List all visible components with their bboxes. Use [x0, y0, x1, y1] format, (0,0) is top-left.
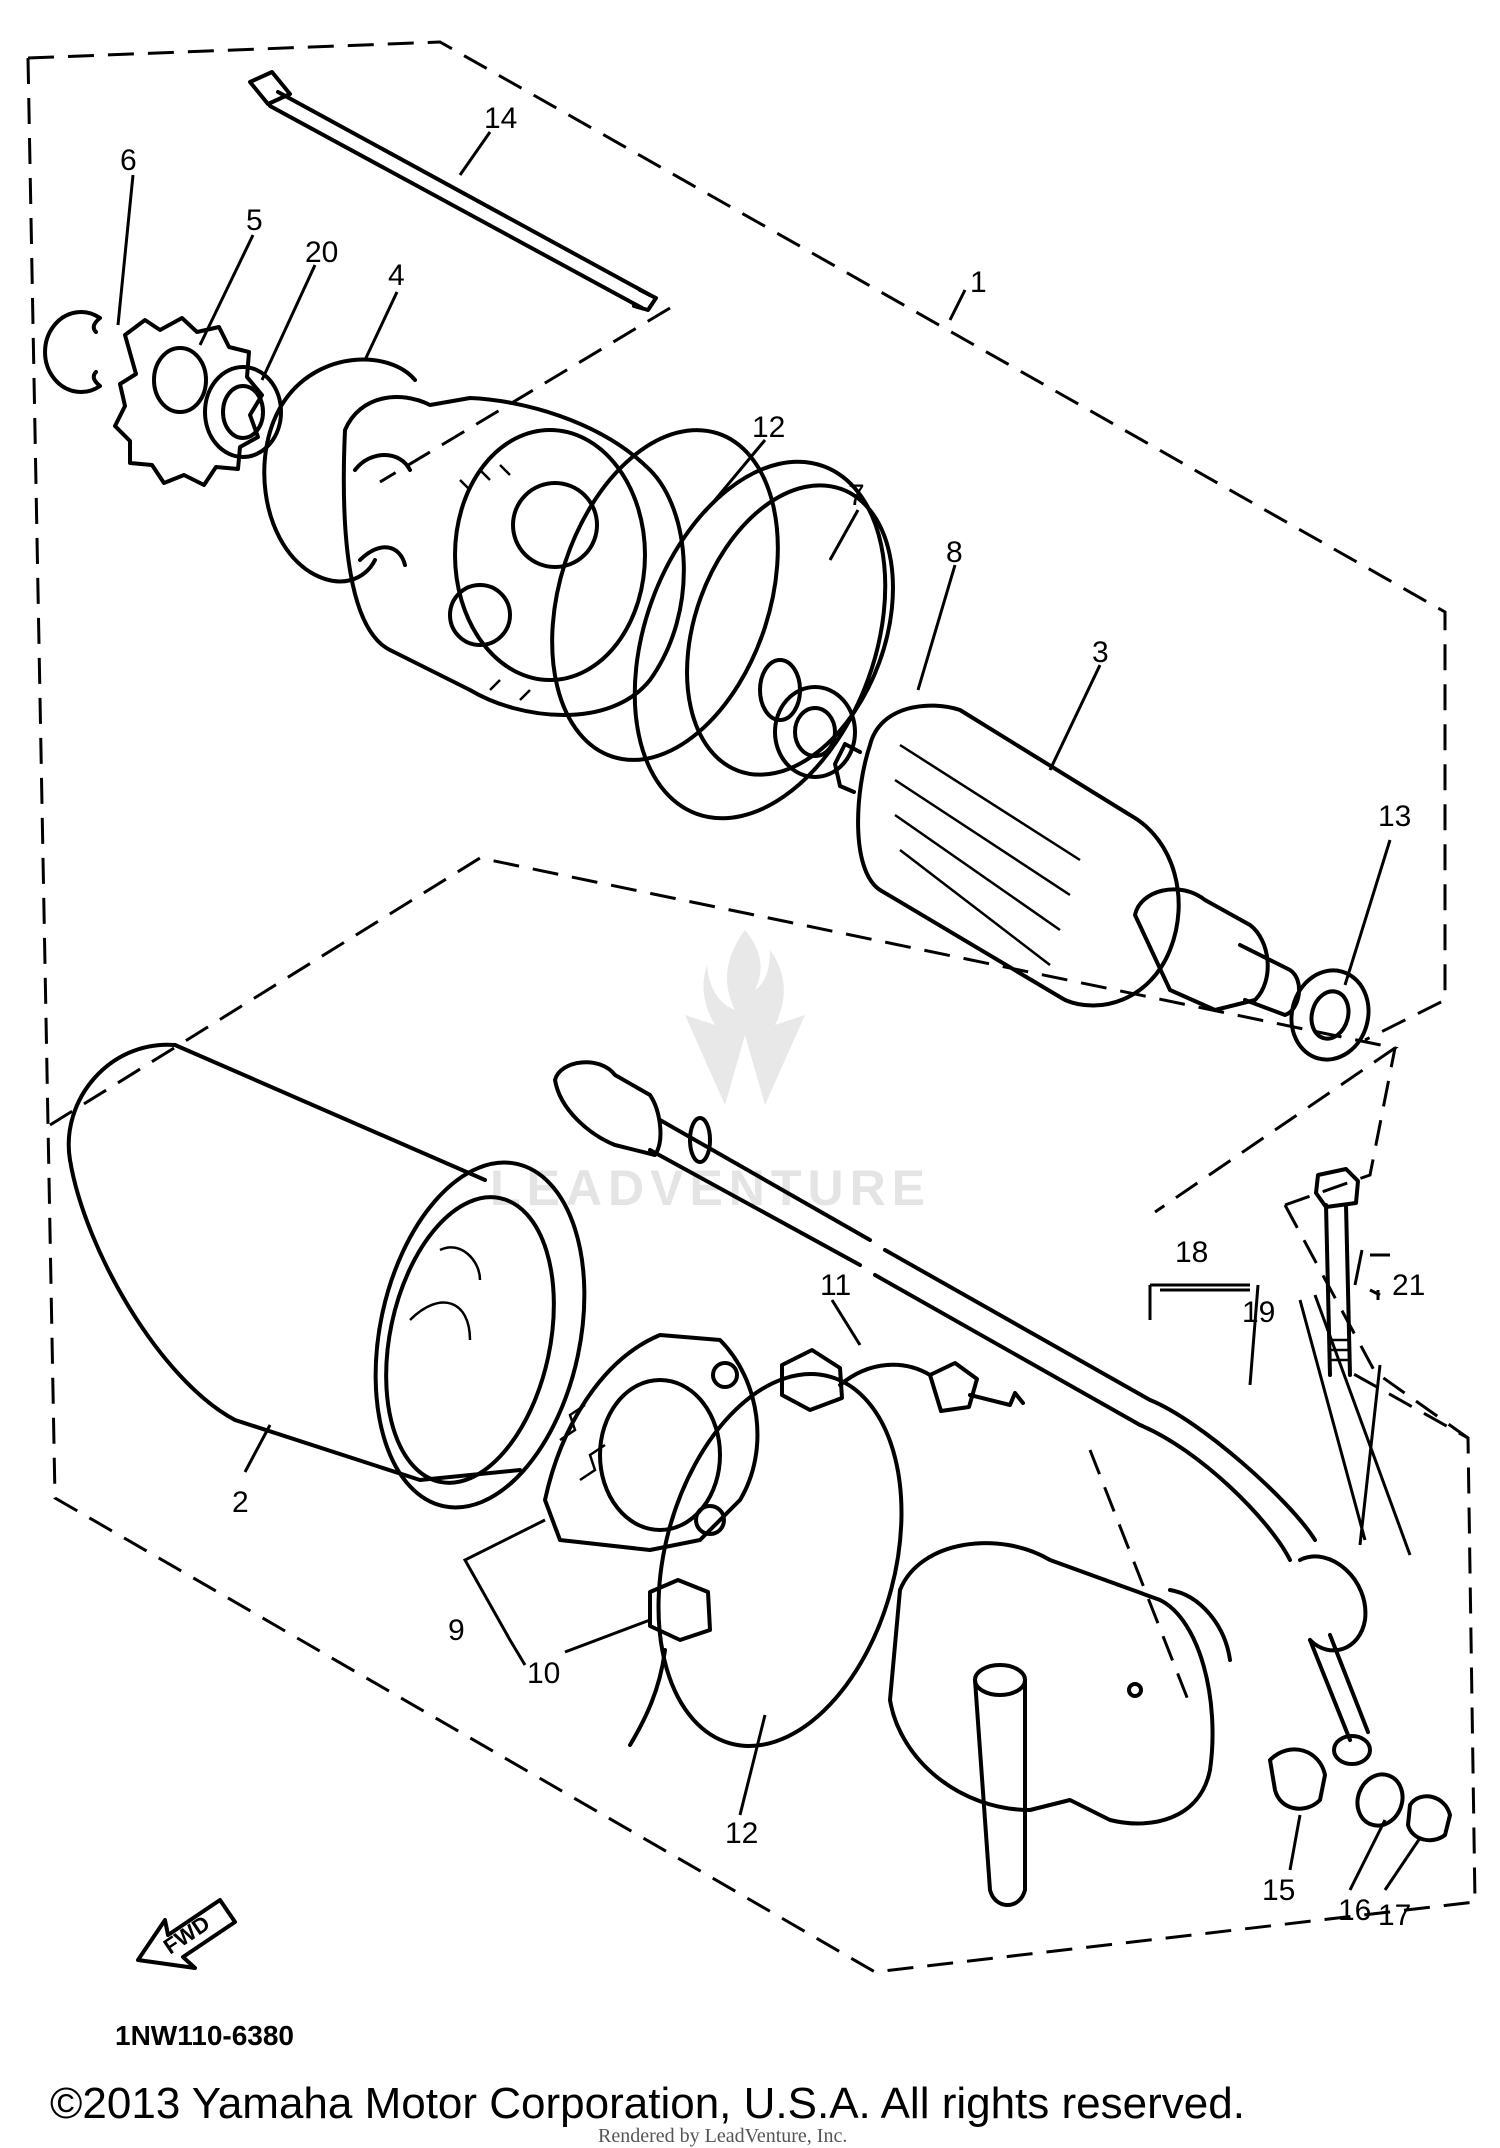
callout-16: 16 — [1338, 1894, 1371, 1927]
part-through-bolt — [248, 70, 658, 312]
part-o-ring-4 — [262, 357, 417, 584]
part-pinion-gear — [113, 316, 264, 487]
callout-numbers: 14 6 5 20 4 1 12 7 8 3 13 2 18 21 11 19 … — [120, 102, 1425, 1932]
part-washer-20 — [203, 365, 283, 459]
callout-12-upper: 12 — [752, 411, 785, 444]
callout-15: 15 — [1262, 1874, 1295, 1907]
forward-arrow-label: FWD — [159, 1910, 215, 1959]
part-washer-16 — [1355, 1772, 1405, 1828]
diagram-code: 1NW110-6380 — [115, 2020, 294, 2051]
callout-20: 20 — [305, 236, 338, 269]
callout-18: 18 — [1175, 1236, 1208, 1269]
part-armature — [833, 703, 1302, 1017]
callout-10: 10 — [527, 1657, 560, 1690]
copyright-notice: ©2013 Yamaha Motor Corporation, U.S.A. A… — [50, 2079, 1245, 2128]
callout-11: 11 — [820, 1269, 851, 1302]
forward-arrow-icon: FWD — [136, 1898, 237, 1970]
callout-2: 2 — [232, 1486, 249, 1519]
part-lead-wire — [553, 1060, 1317, 1562]
part-brush-holder — [543, 1333, 760, 1552]
part-nut-17 — [1406, 1794, 1452, 1843]
part-front-cover — [341, 395, 686, 717]
part-gasket-upper — [550, 428, 780, 762]
part-circlip — [43, 310, 102, 394]
callout-17: 17 — [1378, 1899, 1411, 1932]
assembly-boundary-lines — [26, 40, 1477, 1974]
callout-5: 5 — [246, 204, 263, 237]
callout-1: 1 — [970, 266, 987, 299]
leader-lines — [116, 131, 1422, 1891]
watermark-text: LEADVENTURE — [490, 1160, 931, 1216]
part-washer-13 — [1289, 968, 1371, 1062]
render-credit: Rendered by LeadVenture, Inc. — [598, 2125, 847, 2147]
part-rear-cover — [888, 1541, 1232, 1907]
callout-12-lower: 12 — [725, 1817, 758, 1850]
part-bolt-21 — [1314, 1167, 1360, 1377]
grouping-brackets — [1148, 1283, 1250, 1320]
leadventure-watermark: LEADVENTURE — [490, 930, 931, 1216]
part-brush-10 — [628, 1578, 712, 1747]
callout-14: 14 — [484, 102, 517, 135]
callout-9: 9 — [448, 1614, 465, 1647]
callout-21: 21 — [1392, 1269, 1425, 1302]
callout-3: 3 — [1092, 636, 1109, 669]
part-nut-15 — [1268, 1747, 1327, 1811]
part-washer-8 — [773, 685, 857, 779]
callout-13: 13 — [1378, 800, 1411, 833]
part-brush-11 — [780, 1348, 1025, 1413]
callout-19: 19 — [1242, 1296, 1275, 1329]
part-terminal-lead-19 — [1298, 1554, 1372, 1766]
callout-4: 4 — [388, 259, 405, 292]
part-yoke — [66, 1042, 587, 1510]
callout-8: 8 — [946, 536, 963, 569]
part-o-ring-lower — [656, 1372, 904, 1748]
callout-7: 7 — [848, 479, 865, 512]
callout-6: 6 — [120, 144, 137, 177]
